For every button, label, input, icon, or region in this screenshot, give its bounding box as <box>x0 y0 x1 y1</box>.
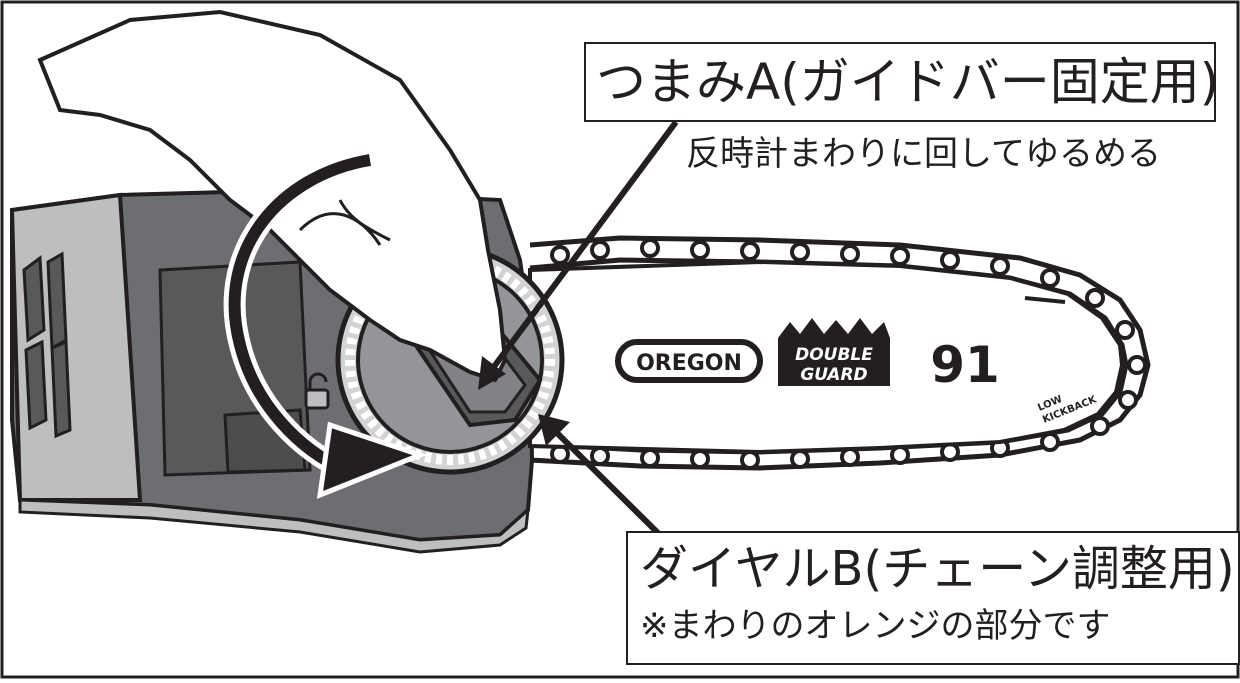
dial-b-note: ※まわりのオレンジの部分です <box>640 606 1111 646</box>
dial-b-label-box: ダイヤルB(チェーン調整用) ※まわりのオレンジの部分です <box>626 531 1240 665</box>
oregon-logo: OREGON <box>615 339 763 383</box>
pointer-line-dial-b <box>538 414 663 538</box>
double-guard-logo: DOUBLE GUARD <box>778 318 890 386</box>
knob-a-instruction: 反時計まわりに回してゆるめる <box>686 134 1161 174</box>
lock-icon <box>304 372 330 410</box>
knob-a-label-box: つまみA(ガイドバー固定用) <box>584 42 1220 122</box>
pointer-line-knob-a <box>478 120 679 390</box>
guard-text: GUARD <box>800 365 867 385</box>
rotate-ccw-arrow-icon <box>223 149 428 499</box>
double-text: DOUBLE <box>795 345 873 365</box>
finger-lines <box>298 199 391 246</box>
oregon-brand-text: OREGON <box>636 351 742 376</box>
knob-a-title: つまみA(ガイドバー固定用) <box>596 53 1220 111</box>
model-number: 91 <box>930 336 1000 394</box>
chain-links <box>550 238 1147 470</box>
dial-b-title: ダイヤルB(チェーン調整用) <box>640 541 1235 597</box>
direction-arrow-icon <box>1024 296 1066 304</box>
